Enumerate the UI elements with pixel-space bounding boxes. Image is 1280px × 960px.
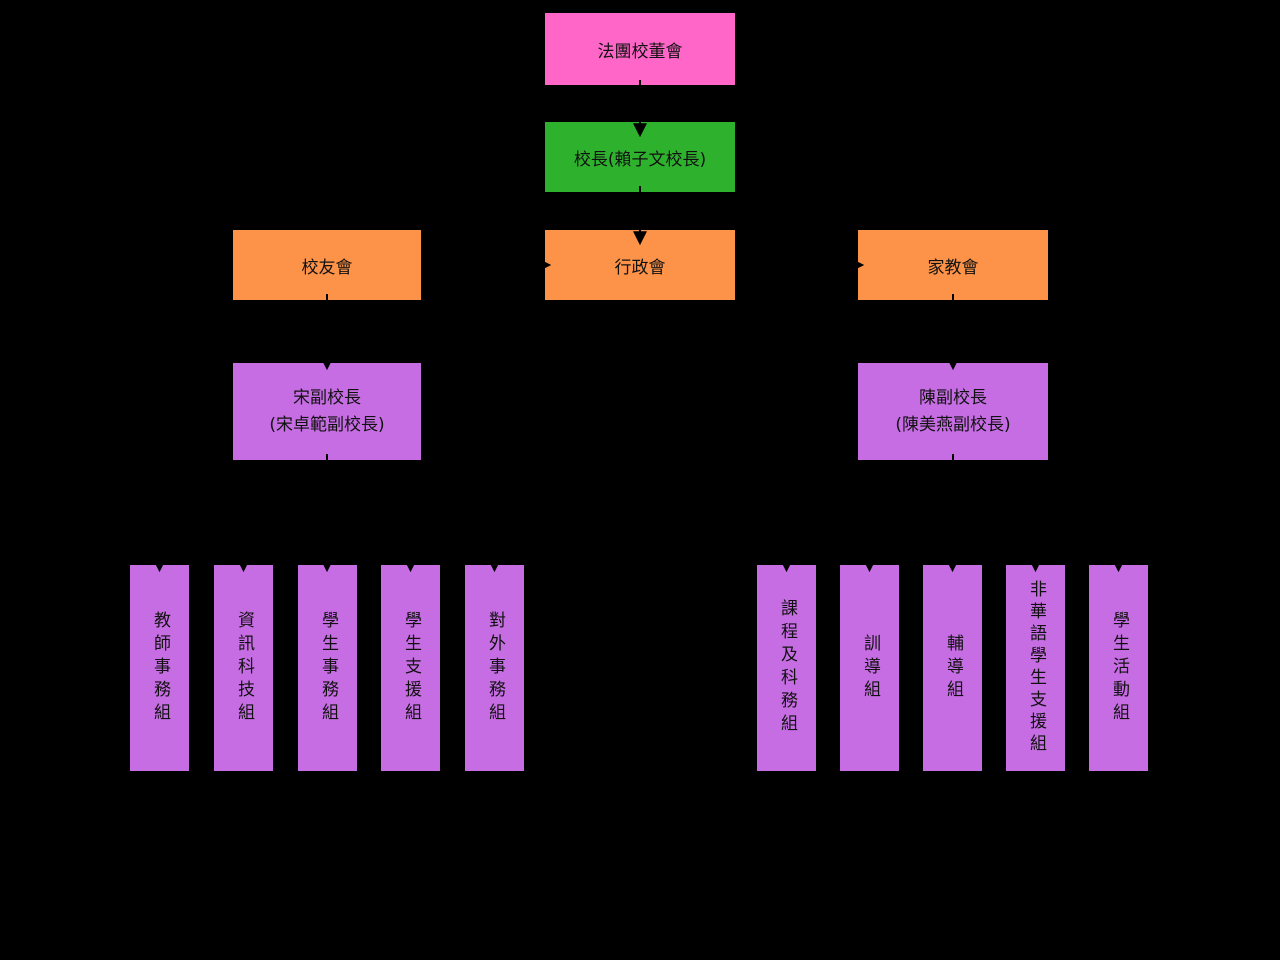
node-student-support-group-label: 學生支援組	[401, 610, 421, 726]
node-principal: 校長(賴子文校長)	[545, 122, 735, 192]
node-student-affairs-group: 學生事務組	[298, 565, 357, 771]
node-alumni-association: 校友會	[233, 230, 421, 300]
node-teacher-affairs-group-label: 教師事務組	[150, 610, 170, 726]
node-vice-principal-chan-label: 陳副校長 (陳美燕副校長)	[895, 385, 1010, 438]
vp-chan-name: 陳副校長	[918, 388, 987, 409]
vp-chan-fullname: (陳美燕副校長)	[895, 414, 1011, 435]
node-vice-principal-chan: 陳副校長 (陳美燕副校長)	[858, 363, 1048, 460]
node-principal-label: 校長(賴子文校長)	[573, 149, 707, 170]
node-alumni-association-label: 校友會	[301, 257, 353, 278]
node-pta-label: 家教會	[927, 257, 979, 278]
node-vice-principal-song: 宋副校長 (宋卓範副校長)	[233, 363, 421, 460]
node-admin-council: 行政會	[545, 230, 735, 300]
node-counselling-group: 輔導組	[923, 565, 982, 771]
node-student-support-group: 學生支援組	[381, 565, 440, 771]
vp-song-fullname: (宋卓範副校長)	[269, 414, 385, 435]
node-counselling-group-label: 輔導組	[943, 633, 963, 703]
node-external-affairs-group-label: 對外事務組	[485, 610, 505, 726]
node-ncs-student-support-group-label: 非華語學生支援組	[1026, 580, 1046, 756]
node-it-group-label: 資訊科技組	[234, 610, 254, 726]
node-admin-council-label: 行政會	[614, 257, 666, 278]
node-discipline-group: 訓導組	[840, 565, 899, 771]
vp-song-name: 宋副校長	[292, 388, 361, 409]
node-pta: 家教會	[858, 230, 1048, 300]
node-teacher-affairs-group: 教師事務組	[130, 565, 189, 771]
node-curriculum-group: 課程及科務組	[757, 565, 816, 771]
node-external-affairs-group: 對外事務組	[465, 565, 524, 771]
node-school-board-label: 法團校董會	[597, 41, 683, 62]
node-ncs-student-support-group: 非華語學生支援組	[1006, 565, 1065, 771]
node-student-activities-group-label: 學生活動組	[1109, 610, 1129, 726]
node-school-board: 法團校董會	[545, 13, 735, 85]
node-student-affairs-group-label: 學生事務組	[318, 610, 338, 726]
node-vice-principal-song-label: 宋副校長 (宋卓範副校長)	[269, 385, 384, 438]
node-student-activities-group: 學生活動組	[1089, 565, 1148, 771]
node-curriculum-group-label: 課程及科務組	[777, 599, 797, 737]
node-discipline-group-label: 訓導組	[860, 633, 880, 703]
node-it-group: 資訊科技組	[214, 565, 273, 771]
